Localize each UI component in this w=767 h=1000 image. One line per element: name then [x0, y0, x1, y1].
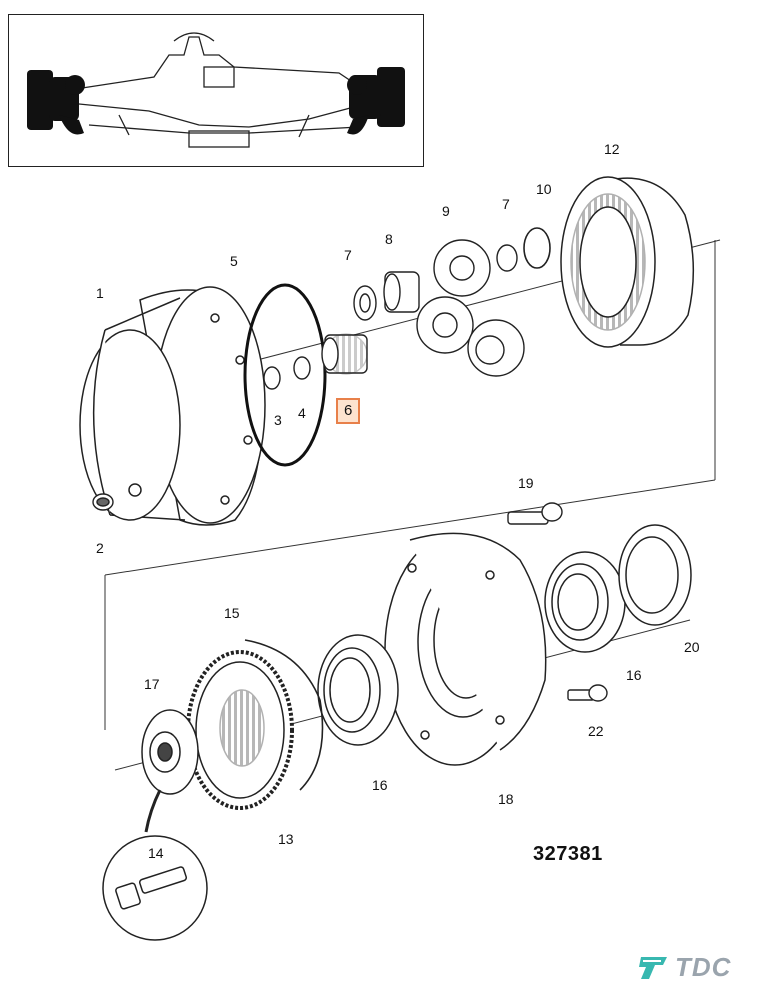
callout-part-5: 5 [230, 253, 238, 269]
brand-name: TDC [675, 951, 732, 982]
drawing-number: 327381 [533, 843, 603, 865]
thrust-washer-part [263, 366, 281, 390]
callout-part-15: 15 [224, 605, 240, 621]
snap-ring-part [523, 227, 551, 269]
callout-part-17: 17 [144, 676, 160, 692]
spur-gear-part [186, 650, 294, 810]
callout-part-1: 1 [96, 285, 104, 301]
oil-seal-part [618, 524, 692, 626]
plug-part [92, 493, 114, 511]
retaining-ring-part [244, 639, 324, 791]
spacer-part [496, 244, 518, 272]
bearing-part [544, 551, 626, 653]
callout-part-8: 8 [385, 231, 393, 247]
axle-overview-inset [8, 14, 424, 167]
callout-part-4: 4 [298, 405, 306, 421]
housing-cover-part [79, 286, 266, 526]
callout-part-19: 19 [518, 475, 534, 491]
brand-watermark: TDC [637, 950, 731, 984]
o-ring-part [243, 283, 327, 467]
callout-part-2: 2 [96, 540, 104, 556]
callout-part-20: 20 [684, 639, 700, 655]
callout-part-9: 9 [442, 203, 450, 219]
callout-part-7: 7 [502, 196, 510, 212]
hub-nut-part [141, 709, 199, 795]
wheel-hub-part [384, 532, 547, 766]
flange-bolt-part [115, 866, 188, 910]
callout-part-3: 3 [274, 412, 282, 428]
callout-part-10: 10 [536, 181, 552, 197]
callout-part-18: 18 [498, 791, 514, 807]
axle-overview-drawing [27, 32, 405, 148]
needle-bearing-part [383, 271, 420, 313]
tdc-logo-icon [639, 957, 667, 979]
callout-part-13: 13 [278, 831, 294, 847]
bolt-part [567, 684, 608, 702]
callout-part-7: 7 [344, 247, 352, 263]
callout-part-14: 14 [148, 845, 164, 861]
circlip-part [293, 356, 311, 380]
detail-circle [102, 789, 208, 941]
callout-part-12: 12 [604, 141, 620, 157]
stud-bolt-part [507, 502, 563, 525]
sun-gear-part [321, 333, 368, 375]
planet-gear-part [416, 239, 525, 377]
bearing-part [317, 634, 399, 746]
callout-part-16: 16 [626, 667, 642, 683]
callout-part-6-highlighted[interactable]: 6 [336, 398, 361, 424]
ring-gear-part [560, 176, 695, 348]
callout-part-22: 22 [588, 723, 604, 739]
callout-part-16: 16 [372, 777, 388, 793]
